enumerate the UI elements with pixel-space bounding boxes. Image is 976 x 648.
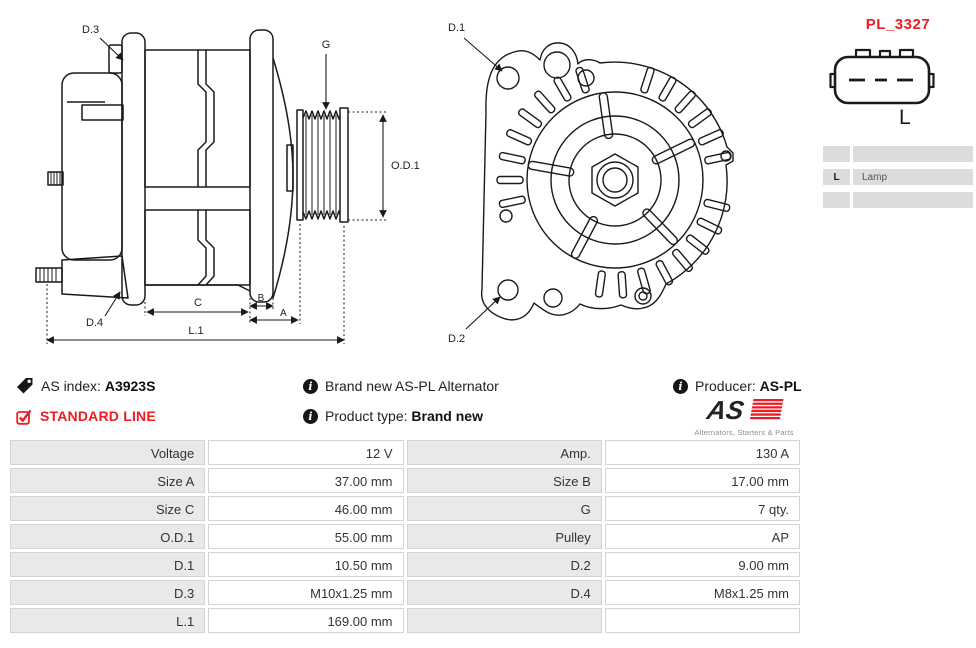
terminal-key: L xyxy=(823,169,850,185)
spec-value: 169.00 mm xyxy=(208,608,404,633)
side-view-dimensions xyxy=(46,37,388,344)
spec-label: D.1 xyxy=(10,552,206,577)
info-icon: i xyxy=(303,408,318,424)
terminal-row: L Lamp xyxy=(823,169,973,185)
pinout-panel: PL_3327 L L Lamp xyxy=(823,16,973,215)
as-index-text: AS index: A3923S xyxy=(41,378,156,394)
svg-text:AS: AS xyxy=(704,396,747,422)
connector-pin-letter: L xyxy=(899,106,911,129)
spec-label: D.4 xyxy=(406,580,602,605)
standard-line-text: STANDARD LINE xyxy=(40,408,156,424)
spec-label: Size A xyxy=(10,468,206,493)
side-view-body xyxy=(35,29,349,306)
spec-label: G xyxy=(406,496,602,521)
spec-label: Size C xyxy=(10,496,206,521)
producer: i Producer: AS-PL xyxy=(673,377,802,395)
spec-label: D.3 xyxy=(10,580,206,605)
checkbox-icon xyxy=(16,409,32,425)
spec-label: D.2 xyxy=(406,552,602,577)
dim-label-d4: D.4 xyxy=(86,317,103,329)
spec-label: O.D.1 xyxy=(10,524,206,549)
standard-line: STANDARD LINE xyxy=(16,407,156,425)
producer-text: Producer: AS-PL xyxy=(695,378,802,394)
spec-label: Amp. xyxy=(406,440,602,465)
spec-value: 130 A xyxy=(604,440,800,465)
terminal-value xyxy=(853,192,973,208)
spec-label: L.1 xyxy=(10,608,206,633)
dim-label-b: B xyxy=(258,293,265,304)
front-view-labels: D.1 D.2 xyxy=(448,22,465,345)
alternator-side-view-drawing: D.3 G O.D.1 D.4 C B A L.1 xyxy=(35,24,420,344)
product-description-text: Brand new AS-PL Alternator xyxy=(325,378,499,394)
info-icon: i xyxy=(303,378,318,394)
info-icon: i xyxy=(673,378,688,394)
spec-label: Size B xyxy=(406,468,602,493)
dim-label-g: G xyxy=(322,39,331,51)
terminal-value: Lamp xyxy=(853,169,973,185)
vent-slots xyxy=(496,65,732,299)
connector-drawing xyxy=(829,48,935,105)
product-type-text: Product type: Brand new xyxy=(325,408,483,424)
spec-value xyxy=(604,608,800,633)
spec-label xyxy=(406,608,602,633)
side-view-labels: D.3 G O.D.1 D.4 C B A L.1 xyxy=(82,24,420,337)
dim-label-l1: L.1 xyxy=(188,325,203,337)
terminal-key xyxy=(823,146,850,162)
terminal-key xyxy=(823,192,850,208)
terminal-row xyxy=(823,146,973,162)
spec-value: M8x1.25 mm xyxy=(604,580,800,605)
spec-value: 55.00 mm xyxy=(208,524,404,549)
logo-caption: Alternators, Starters & Parts xyxy=(694,428,794,437)
spec-table: Voltage 12 V Amp. 130 A Size A 37.00 mm … xyxy=(10,440,800,633)
spec-value: M10x1.25 mm xyxy=(208,580,404,605)
alternator-front-view-drawing: D.1 D.2 xyxy=(448,22,734,345)
product-type: i Product type: Brand new xyxy=(303,407,483,425)
front-view-dimensions xyxy=(463,37,503,330)
dim-label-d3: D.3 xyxy=(82,24,99,36)
terminal-value xyxy=(853,146,973,162)
as-pl-logo: AS Alternators, Starters & Parts xyxy=(694,395,794,437)
spec-value: 46.00 mm xyxy=(208,496,404,521)
spec-label: Voltage xyxy=(10,440,206,465)
product-description: i Brand new AS-PL Alternator xyxy=(303,377,499,395)
spec-value: 9.00 mm xyxy=(604,552,800,577)
spec-label: Pulley xyxy=(406,524,602,549)
tag-icon xyxy=(17,378,33,394)
dim-label-d2: D.2 xyxy=(448,333,465,345)
plug-code: PL_3327 xyxy=(865,16,931,33)
as-pl-logo-mark: AS xyxy=(704,395,784,425)
spec-value: 17.00 mm xyxy=(604,468,800,493)
dim-label-d1: D.1 xyxy=(448,22,465,34)
front-view-body xyxy=(480,42,734,321)
dim-label-od1: O.D.1 xyxy=(391,160,420,172)
spec-value: AP xyxy=(604,524,800,549)
dim-label-a: A xyxy=(280,308,287,319)
terminal-row xyxy=(823,192,973,208)
spec-value: 10.50 mm xyxy=(208,552,404,577)
spec-value: 37.00 mm xyxy=(208,468,404,493)
dim-label-c: C xyxy=(194,297,202,309)
terminal-table: L Lamp xyxy=(823,146,973,208)
as-index: AS index: A3923S xyxy=(16,377,155,395)
spec-value: 7 qty. xyxy=(604,496,800,521)
spec-value: 12 V xyxy=(208,440,404,465)
